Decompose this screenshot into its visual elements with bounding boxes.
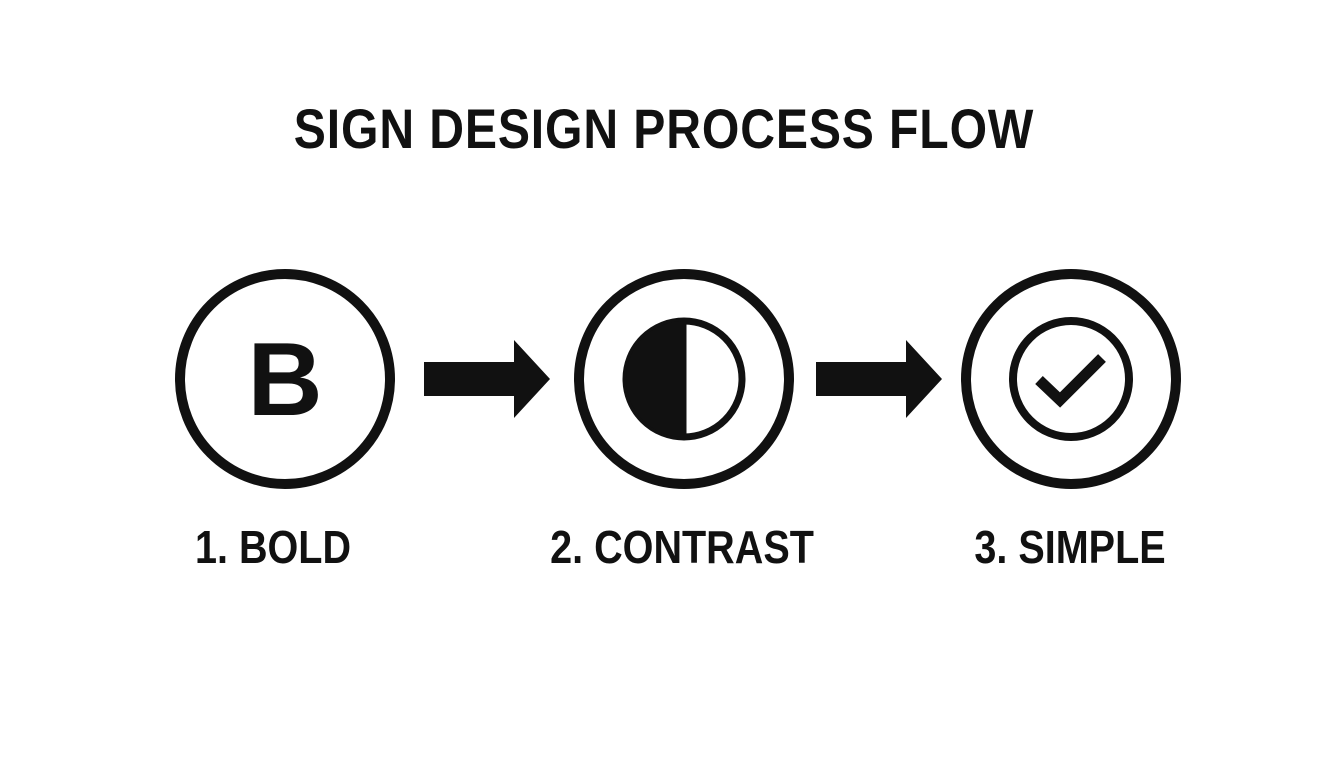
checkmark-circle-icon [1009,317,1133,441]
step-3-node [961,269,1181,489]
letter-b-icon: B [247,322,322,438]
half-circle-contrast-icon [622,317,746,441]
step-1-label: 1. BOLD [194,521,352,573]
arrow-right-icon [816,340,942,418]
diagram-title: SIGN DESIGN PROCESS FLOW [293,97,1035,160]
arrow-right-icon [424,340,550,418]
step-2-node [574,269,794,489]
step-1-node: B [175,269,395,489]
step-3-label: 3. SIMPLE [974,521,1166,573]
step-1-circle [175,269,395,489]
step-2-circle [574,269,794,489]
step-3-circle [961,269,1181,489]
step-2-label: 2. CONTRAST [550,521,814,573]
